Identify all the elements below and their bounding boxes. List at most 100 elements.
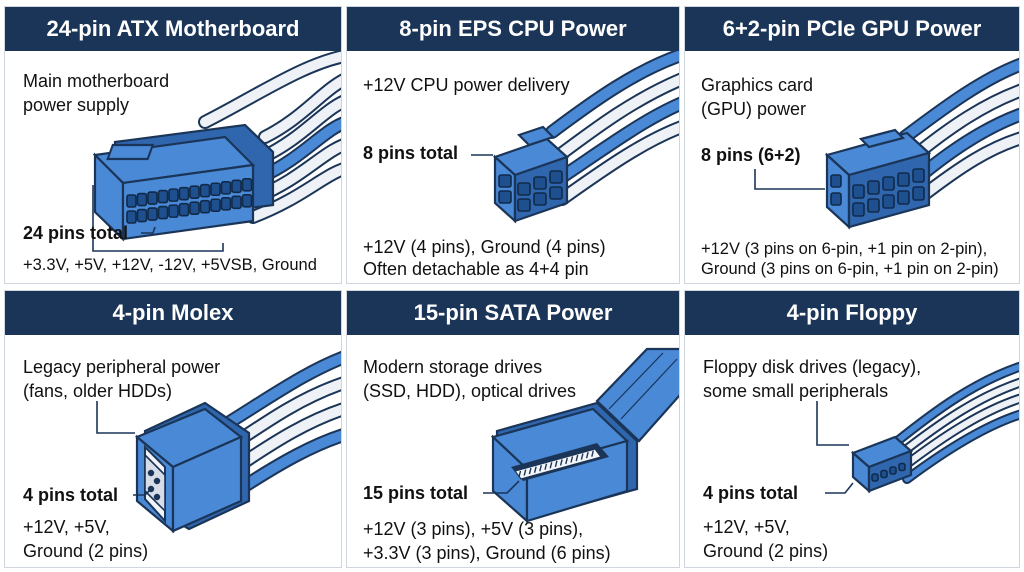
pcie62-description-line-2: (GPU) power <box>701 99 807 119</box>
atx24-pin-grid <box>126 178 253 224</box>
sata15-contact-strip <box>518 450 594 478</box>
floppy-pin <box>871 473 879 482</box>
molex4-housing <box>134 401 251 534</box>
atx-pins-cell <box>210 182 221 197</box>
atx24-connector-illustration <box>92 49 341 252</box>
sata-contact <box>554 460 558 468</box>
molex4-connector-illustration <box>96 350 341 534</box>
eps-pins-cell <box>517 182 531 196</box>
pcie62-leader <box>754 169 825 190</box>
sata-contact <box>570 456 574 463</box>
atx-pins-cell <box>178 202 190 217</box>
sata-contact <box>549 462 553 469</box>
sata-contact <box>591 450 594 457</box>
sata15-details-line-1: +12V (3 pins), +5V (3 pins), <box>363 519 584 539</box>
pcie-pins-cell <box>912 186 925 201</box>
pcie-pins-cell <box>897 172 910 187</box>
sata15-pin-count: 15 pins total <box>363 483 469 503</box>
panel-sata15: 15-pin SATA Power Modern storage drives … <box>346 290 680 568</box>
panel-molex4: 4-pin Molex Legacy peripheral power (fan… <box>4 290 342 568</box>
pcie62-details-line-2: Ground (3 pins on 6-pin, +1 pin on 2-pin… <box>701 260 999 278</box>
eps-pins-cell <box>517 198 531 212</box>
pcie-pins-cell <box>852 184 865 199</box>
atx-pins-cell <box>157 189 169 204</box>
atx-pins-cell <box>157 205 169 220</box>
floppy4-wires <box>890 361 1019 484</box>
eps8-details-line-1: +12V (4 pins), Ground (4 pins) <box>363 237 606 257</box>
pcie-pins-cell <box>912 168 925 183</box>
sata15-connector-illustration <box>483 347 679 524</box>
molex4-title: 4-pin Molex <box>5 291 341 335</box>
sata15-housing <box>490 401 639 524</box>
molex4-details-line-1: +12V, +5V, <box>23 517 110 537</box>
floppy-pin <box>898 462 906 472</box>
sata-contact <box>585 451 589 459</box>
eps8-title: 8-pin EPS CPU Power <box>347 7 679 51</box>
atx-pins-cell <box>168 204 179 218</box>
eps8-details-line-2: Often detachable as 4+4 pin <box>363 259 589 279</box>
atx-pins-cell <box>147 207 158 221</box>
panel-floppy4: 4-pin Floppy Floppy disk drives (legacy)… <box>684 290 1020 568</box>
eps8-wires <box>545 48 679 206</box>
sata-contact <box>539 465 542 472</box>
eps-pins-cell <box>533 192 547 206</box>
pcie62-description-line-1: Graphics card <box>701 75 814 95</box>
sata15-description-line-2: (SSD, HDD), optical drives <box>363 381 577 401</box>
atx24-leader <box>141 226 156 234</box>
pcie62-details-line-1: +12V (3 pins on 6-pin, +1 pin on 2-pin), <box>701 240 988 258</box>
atx24-details-line-1: +3.3V, +5V, +12V, -12V, +5VSB, Ground <box>23 256 317 274</box>
atx-pins-cell <box>126 210 137 224</box>
atx-pins-cell <box>178 186 190 201</box>
molex-pin <box>153 477 161 485</box>
sata15-description-line-1: Modern storage drives <box>363 357 543 377</box>
pcie-pins-cell <box>830 174 842 188</box>
atx-pins-cell <box>231 195 242 210</box>
atx24-description-line-1: Main motherboard <box>23 71 170 91</box>
sata-contact <box>575 454 579 462</box>
sata15-leader <box>483 480 520 494</box>
molex4-count-leader <box>133 486 154 496</box>
atx24-title: 24-pin ATX Motherboard <box>5 7 341 51</box>
floppy4-description-line-1: Floppy disk drives (legacy), <box>703 357 922 377</box>
pcie-pins-cell <box>830 192 842 206</box>
pcie62-connector-illustration <box>754 57 1019 230</box>
sata-contact <box>580 453 584 460</box>
pcie62-pin-count: 8 pins (6+2) <box>701 145 801 165</box>
sata15-title: 15-pin SATA Power <box>347 291 679 335</box>
eps8-pin-grid <box>498 170 563 212</box>
panel-eps8: 8-pin EPS CPU Power +12V CPU power deliv… <box>346 6 680 284</box>
atx24-bracket <box>92 185 224 252</box>
pcie-pins-cell <box>867 198 880 213</box>
pcie-pins-cell <box>897 190 910 205</box>
molex-pin <box>147 469 155 477</box>
molex4-pin-count: 4 pins total <box>23 485 119 505</box>
sata-contact <box>565 457 568 465</box>
floppy4-desc-leader <box>816 401 849 446</box>
eps-pins-cell <box>498 174 512 188</box>
floppy4-count-leader <box>825 482 854 494</box>
atx-pins-cell <box>241 194 253 208</box>
pcie-pins-cell <box>852 202 865 217</box>
eps-pins-cell <box>498 190 512 204</box>
pcie-pins-cell <box>867 180 880 195</box>
atx24-description-line-2: power supply <box>23 95 130 115</box>
molex4-description-line-1: Legacy peripheral power <box>23 357 221 377</box>
atx-pins-cell <box>189 201 200 215</box>
atx-pins-cell <box>126 194 137 208</box>
eps8-pin-count: 8 pins total <box>363 143 459 163</box>
atx-pins-cell <box>231 179 242 194</box>
atx-pins-cell <box>199 199 211 214</box>
pcie62-pin-grid <box>830 168 925 217</box>
molex4-details-line-2: Ground (2 pins) <box>23 541 149 561</box>
molex-pin <box>153 493 161 501</box>
atx-pins-cell <box>136 192 148 207</box>
floppy4-connector-illustration <box>816 361 1019 494</box>
panel-pcie62: 6+2-pin PCIe GPU Power Graphics card (GP… <box>684 6 1020 284</box>
pcie62-wires <box>898 57 1019 204</box>
sata-contact <box>559 459 563 466</box>
atx24-pin-count: 24 pins total <box>23 223 129 243</box>
atx-pins-cell <box>220 196 232 211</box>
atx-pins-cell <box>168 188 179 202</box>
eps8-connector-illustration <box>471 48 679 224</box>
floppy4-title: 4-pin Floppy <box>685 291 1019 335</box>
